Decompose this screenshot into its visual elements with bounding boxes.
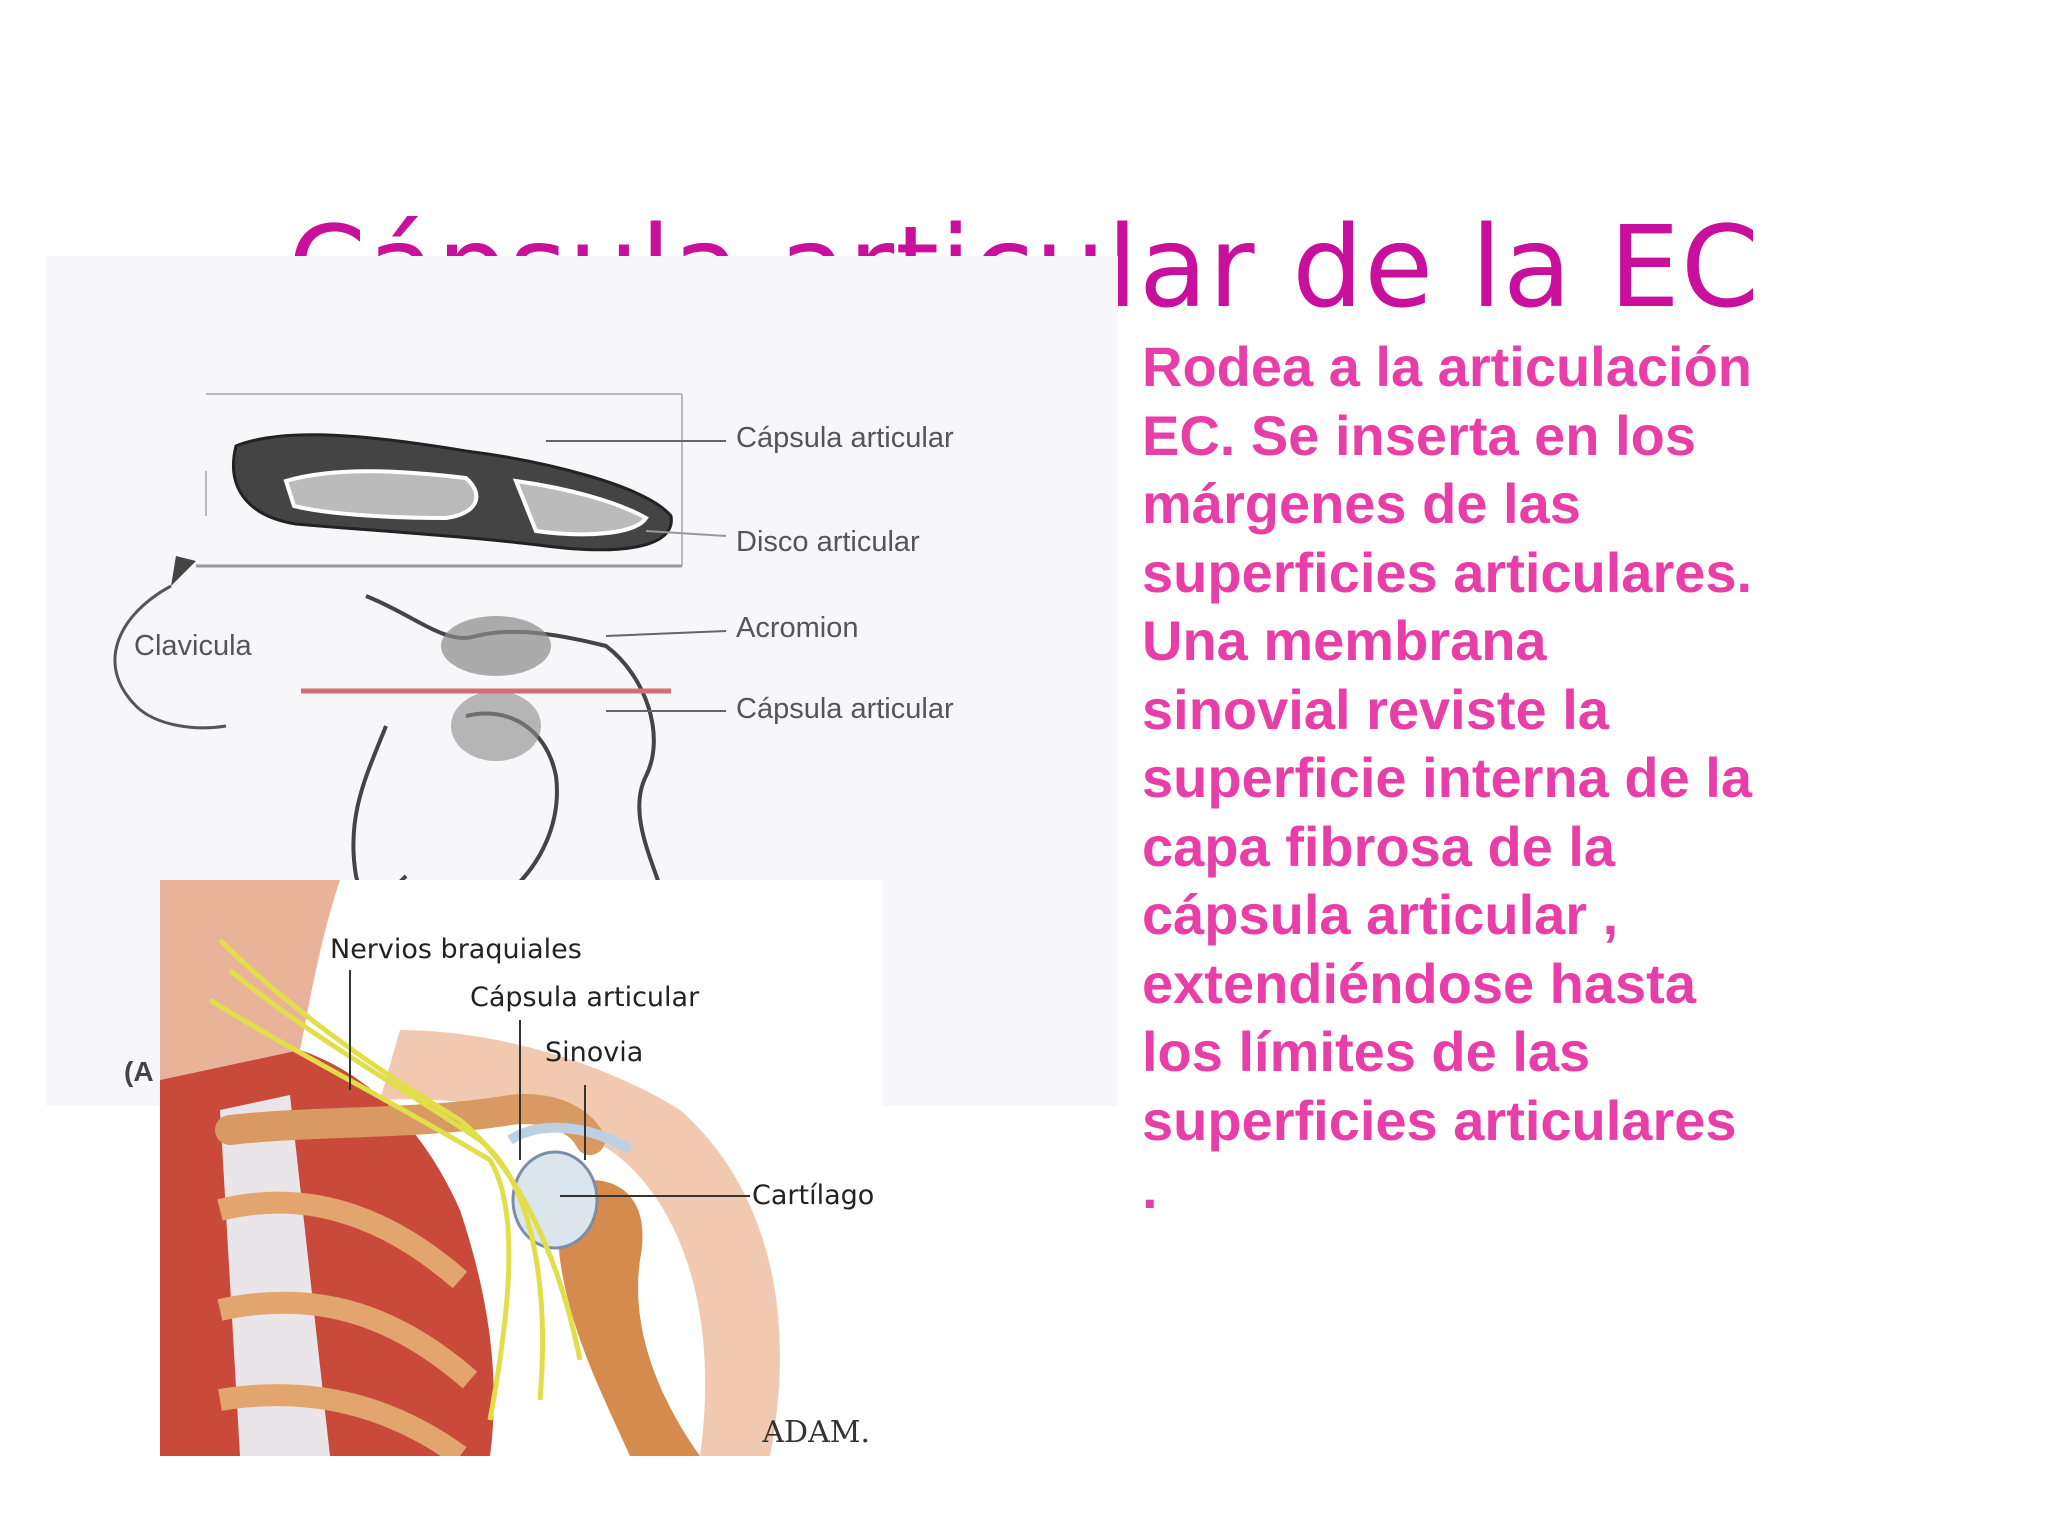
label-capsula-articular-1: Cápsula articular — [736, 422, 954, 454]
panel-tag: (A — [124, 1056, 154, 1087]
shoulder-drawing — [160, 880, 882, 1456]
label-clavicula: Clavicula — [134, 630, 252, 662]
label-sinovia: Sinovia — [545, 1037, 644, 1068]
label-acromion: Acromion — [736, 612, 859, 644]
adam-logo: ADAM. — [762, 1415, 870, 1450]
label-capsula-articular-2: Cápsula articular — [736, 693, 954, 725]
ec-joint-diagram: Cápsula articular Disco articular Clavic… — [46, 256, 1118, 1106]
paragraph-1: Rodea a la articulación EC. Se inserta e… — [1142, 335, 1753, 604]
label-nervios-braquiales: Nervios braquiales — [330, 934, 582, 965]
body-text: Rodea a la articulación EC. Se inserta e… — [1142, 333, 1762, 1224]
paragraph-2: Una membrana sinovial reviste la superfi… — [1142, 609, 1752, 1220]
label-cartilago: Cartílago — [752, 1180, 875, 1211]
label-disco-articular: Disco articular — [736, 526, 920, 558]
label-capsula-articular-3: Cápsula articular — [470, 982, 700, 1013]
ec-joint-illustration — [113, 393, 727, 907]
shoulder-anatomy-illustration: Nervios braquiales Cápsula articular Sin… — [160, 880, 882, 1456]
